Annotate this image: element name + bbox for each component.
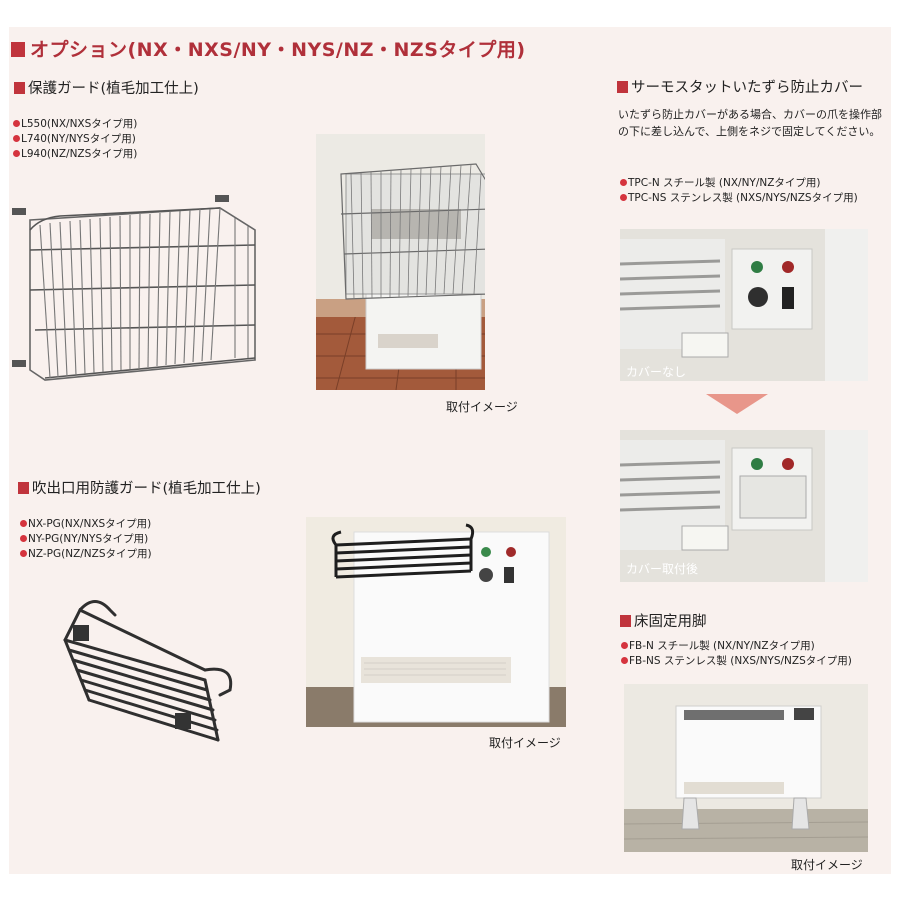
- thermostat-cover-heading: サーモスタットいたずら防止カバー: [617, 76, 863, 97]
- floor-legs-caption: 取付イメージ: [791, 858, 863, 872]
- wire-guard-drawing: [12, 195, 256, 381]
- page-title-text: オプション(NX・NXS/NY・NYS/NZ・NZSタイプ用): [30, 39, 526, 61]
- thermostat-after-drawing: [620, 430, 868, 582]
- outlet-guard-product-image: [55, 595, 245, 750]
- floor-legs-install-photo: [624, 684, 868, 852]
- list-item: NY-PG(NY/NYSタイプ用): [20, 532, 152, 547]
- list-item: NX-PG(NX/NXSタイプ用): [20, 517, 152, 532]
- floor-legs-heading-text: 床固定用脚: [634, 614, 707, 630]
- list-item: L940(NZ/NZSタイプ用): [13, 147, 137, 162]
- bullet-icon: [621, 657, 628, 664]
- bullet-icon: [20, 550, 27, 557]
- protect-guard-heading: 保護ガード(植毛加工仕上): [14, 77, 199, 98]
- list-item: FB-N スチール製 (NX/NY/NZタイプ用): [621, 639, 852, 654]
- label-before: カバーなし: [626, 365, 687, 379]
- list-item-text: FB-N スチール製 (NX/NY/NZタイプ用): [629, 640, 815, 652]
- list-item: TPC-NS ステンレス製 (NXS/NYS/NZSタイプ用): [620, 191, 858, 206]
- list-item: L740(NY/NYSタイプ用): [13, 132, 137, 147]
- bullet-icon: [20, 535, 27, 542]
- floor-legs-list: FB-N スチール製 (NX/NY/NZタイプ用) FB-NS ステンレス製 (…: [621, 639, 852, 669]
- heading-marker: [14, 82, 25, 94]
- list-item-text: NZ-PG(NZ/NZSタイプ用): [28, 548, 152, 560]
- bullet-icon: [620, 194, 627, 201]
- bullet-icon: [13, 150, 20, 157]
- list-item-text: L740(NY/NYSタイプ用): [21, 133, 136, 145]
- list-item-text: L940(NZ/NZSタイプ用): [21, 148, 138, 160]
- thermostat-cover-heading-text: サーモスタットいたずら防止カバー: [631, 80, 863, 96]
- bullet-icon: [20, 520, 27, 527]
- list-item: TPC-N スチール製 (NX/NY/NZタイプ用): [620, 176, 858, 191]
- thermostat-cover-description: いたずら防止カバーがある場合、カバーの爪を操作部の下に差し込んで、上側をネジで固…: [618, 108, 882, 138]
- outlet-guard-install-photo: [306, 517, 566, 727]
- bullet-icon: [621, 642, 628, 649]
- down-arrow-shape: [706, 394, 768, 414]
- down-arrow-icon: [706, 394, 768, 416]
- thermostat-before-photo: カバーなし: [620, 229, 868, 381]
- floor-legs-drawing: [624, 684, 868, 852]
- bullet-icon: [13, 120, 20, 127]
- list-item: FB-NS ステンレス製 (NXS/NYS/NZSタイプ用): [621, 654, 852, 669]
- list-item-text: FB-NS ステンレス製 (NXS/NYS/NZSタイプ用): [629, 655, 852, 667]
- title-marker: [11, 42, 25, 57]
- thermostat-after-photo: カバー取付後: [620, 430, 868, 582]
- install-photo-2-drawing: [306, 517, 566, 727]
- protect-guard-install-photo: [316, 134, 485, 390]
- list-item-text: TPC-NS ステンレス製 (NXS/NYS/NZSタイプ用): [628, 192, 858, 204]
- protect-guard-list: L550(NX/NXSタイプ用) L740(NY/NYSタイプ用) L940(N…: [13, 117, 137, 162]
- outlet-guard-drawing: [63, 600, 233, 742]
- list-item-text: NX-PG(NX/NXSタイプ用): [28, 518, 152, 530]
- outlet-guard-heading: 吹出口用防護ガード(植毛加工仕上): [18, 477, 261, 498]
- list-item-text: TPC-N スチール製 (NX/NY/NZタイプ用): [628, 177, 821, 189]
- list-item: L550(NX/NXSタイプ用): [13, 117, 137, 132]
- label-after: カバー取付後: [626, 562, 699, 576]
- outlet-guard-list: NX-PG(NX/NXSタイプ用) NY-PG(NY/NYSタイプ用) NZ-P…: [20, 517, 152, 562]
- bullet-icon: [13, 135, 20, 142]
- outlet-guard-heading-text: 吹出口用防護ガード(植毛加工仕上): [32, 481, 261, 497]
- page-title: オプション(NX・NXS/NY・NYS/NZ・NZSタイプ用): [11, 35, 526, 62]
- protect-guard-caption: 取付イメージ: [446, 400, 518, 414]
- heading-marker: [617, 81, 628, 93]
- heading-marker: [18, 482, 29, 494]
- protect-guard-product-image: [10, 190, 265, 385]
- list-item: NZ-PG(NZ/NZSタイプ用): [20, 547, 152, 562]
- list-item-text: L550(NX/NXSタイプ用): [21, 118, 138, 130]
- floor-legs-heading: 床固定用脚: [620, 610, 707, 631]
- thermostat-cover-list: TPC-N スチール製 (NX/NY/NZタイプ用) TPC-NS ステンレス製…: [620, 176, 858, 206]
- install-photo-drawing: [316, 134, 485, 390]
- heading-marker: [620, 615, 631, 627]
- thermostat-before-drawing: [620, 229, 868, 381]
- bullet-icon: [620, 179, 627, 186]
- outlet-guard-caption: 取付イメージ: [489, 736, 561, 750]
- list-item-text: NY-PG(NY/NYSタイプ用): [28, 533, 149, 545]
- protect-guard-heading-text: 保護ガード(植毛加工仕上): [28, 81, 199, 97]
